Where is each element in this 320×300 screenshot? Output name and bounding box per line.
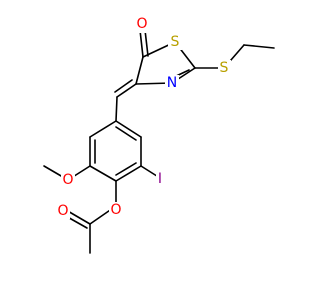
atom-o-carbonyl: O (56, 203, 70, 219)
bond-c5-o-double (144, 29, 149, 57)
atom-s-thioether: S (218, 60, 231, 76)
bond-ar3-ar4 (89, 165, 117, 182)
bond-ch-ring (115, 96, 118, 122)
atom-s-thioether-label: S (220, 60, 229, 76)
bond-layer (43, 29, 275, 254)
bond-c4-ch (116, 83, 137, 98)
bond-ar4-ar5-inner (115, 162, 137, 176)
atom-o-ester: O (109, 202, 123, 218)
bond-ar6-ar1 (115, 120, 142, 138)
bond-ar1-ar2 (89, 120, 117, 138)
atom-n-ring: N (165, 75, 179, 91)
atom-o-methoxy-label: O (62, 172, 73, 188)
atom-layer: O S S N O I O (56, 16, 231, 219)
molecule-svg: O S S N O I O (43, 16, 275, 254)
structure-diagram: O S S N O I O (43, 16, 275, 254)
bond-ar4-ar5 (115, 165, 142, 182)
atom-o-ketone-label: O (136, 16, 147, 32)
atom-s-ring-label: S (171, 34, 180, 50)
bond-ar6-ar1-inner (115, 126, 137, 141)
atom-i-iodo: I (156, 171, 165, 187)
atom-o-ketone: O (135, 16, 148, 33)
atom-s-ring: S (168, 34, 182, 50)
atom-n-ring-label: N (167, 75, 177, 91)
atom-o-ester-label: O (110, 202, 121, 218)
atom-i-iodo-label: I (158, 171, 162, 187)
bond-ch2-ch3 (243, 44, 275, 49)
bond-c4-ch-double (114, 79, 133, 93)
bond-c5-o (139, 29, 144, 58)
bond-c4-c5 (135, 56, 144, 85)
atom-o-methoxy: O (61, 172, 75, 188)
atom-o-carbonyl-label: O (57, 203, 68, 219)
